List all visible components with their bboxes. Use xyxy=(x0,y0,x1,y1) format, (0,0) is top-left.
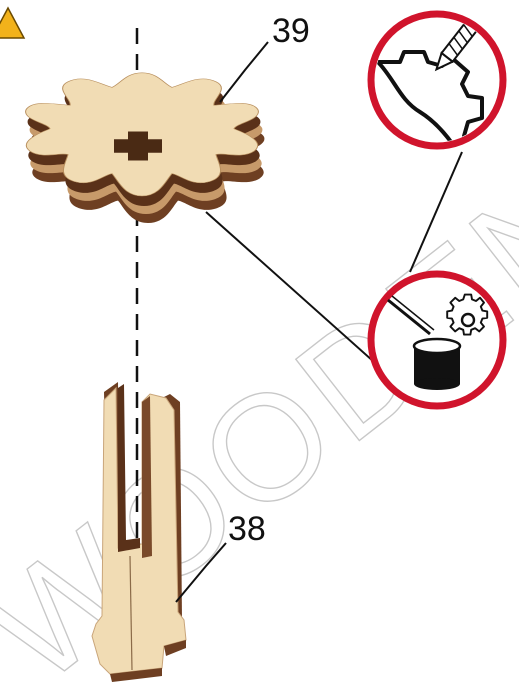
part-number-38: 38 xyxy=(228,510,266,548)
glue-callout xyxy=(371,274,503,406)
gear-part-39 xyxy=(26,73,265,223)
glue-pot-icon xyxy=(414,339,460,390)
leader-line-39 xyxy=(220,42,268,102)
part-number-39: 39 xyxy=(272,12,310,50)
gear-icon xyxy=(447,295,487,335)
warning-triangle-icon xyxy=(0,8,24,38)
sanding-callout xyxy=(371,10,503,160)
